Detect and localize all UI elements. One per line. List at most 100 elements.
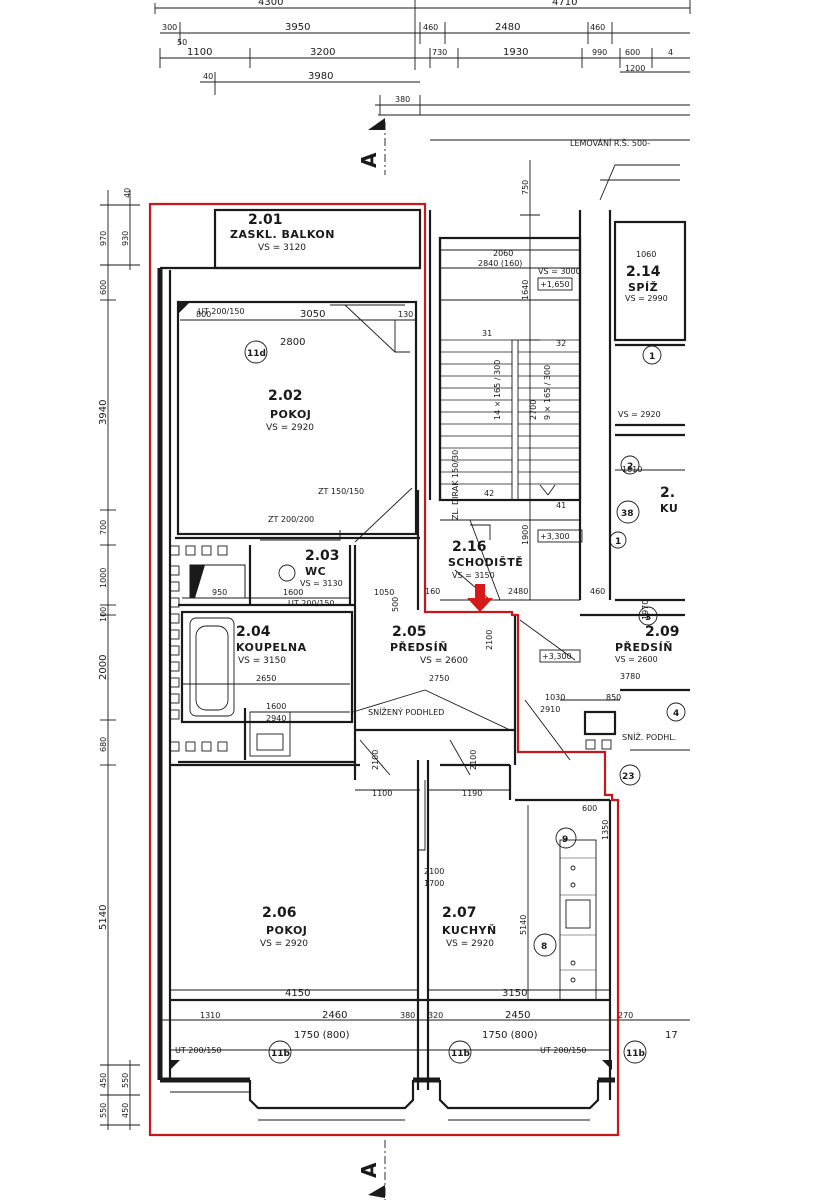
stair-formula-right: 9 × 165 / 300 xyxy=(543,365,552,420)
room-204-name: KOUPELNA xyxy=(236,641,307,654)
dim-bot-380: 380 xyxy=(400,1011,415,1020)
dim-left-450a: 450 xyxy=(99,1073,108,1088)
dim-left-450b: 450 xyxy=(121,1103,130,1118)
dim-left-5140: 5140 xyxy=(98,905,109,930)
room-203-vs: VS = 3130 xyxy=(300,579,343,588)
room-216-name: SCHODIŠTĚ xyxy=(448,556,523,569)
stair-step-32: 32 xyxy=(556,339,566,348)
room-206-number: 2.06 xyxy=(262,905,297,921)
dim-top-730: 730 xyxy=(432,48,447,57)
dim-neighbor-1060: 1060 xyxy=(636,250,656,259)
dim-bot-320: 320 xyxy=(428,1011,443,1020)
dim-bot-270: 270 xyxy=(618,1011,633,1020)
dim-206-4150: 4150 xyxy=(285,988,310,999)
room-209-name: PŘEDSÍŇ xyxy=(615,641,673,654)
marker-38: 38 xyxy=(621,509,634,519)
note-snizeny-podhled: SNÍŽENÝ PODHLED xyxy=(368,706,444,717)
dim-204-2650: 2650 xyxy=(256,674,276,683)
dim-204-2940: 2940 xyxy=(266,714,286,723)
dim-204-1600: 1600 xyxy=(266,702,286,711)
room-214-name: SPÍŽ xyxy=(628,281,658,294)
room-203-number: 2.03 xyxy=(305,548,340,564)
stair-diag-note: ZL. DIRAK 150/30 xyxy=(451,450,460,520)
dim-left-2000: 2000 xyxy=(98,655,109,680)
dim-hall-door: 2100 xyxy=(485,630,494,650)
stair-step-31: 31 xyxy=(482,329,492,338)
bottom-dimensions: 4150 3150 1310 2460 380 320 2450 270 175… xyxy=(160,988,690,1055)
dim-kitchen-1350: 1350 xyxy=(601,820,610,840)
marker-8: 8 xyxy=(541,942,547,952)
dim-202-3050: 3050 xyxy=(300,309,325,320)
room-207-number: 2.07 xyxy=(442,905,477,921)
dim-205-2480: 2480 xyxy=(508,587,528,596)
section-a-bottom: A xyxy=(357,1162,381,1178)
dim-hall-2100b: 2100 xyxy=(469,750,478,770)
dim-top-4710: 4710 xyxy=(552,0,577,8)
apartment-outline xyxy=(148,202,620,1137)
door-swings xyxy=(260,304,620,851)
dim-neighbor-1810: 1810 xyxy=(622,465,642,474)
room-2x-name: KU xyxy=(660,502,678,515)
dim-left-550b: 550 xyxy=(99,1103,108,1118)
marker-11b-b: 11b xyxy=(451,1049,471,1059)
dim-top-1930: 1930 xyxy=(503,47,528,58)
dim-top-50: 50 xyxy=(177,38,187,47)
marker-1: 1 xyxy=(649,352,655,362)
dim-top-4: 4 xyxy=(668,48,673,57)
note-lemovani: LEMOVÁNÍ R.Š. 500- xyxy=(570,137,650,148)
stair-level-3300a: +3,300 xyxy=(540,532,570,541)
note-snizeny-right: SNÍŽ. PODHL. xyxy=(622,731,676,742)
dim-neighbor-2910: 2910 xyxy=(540,705,560,714)
dim-205-500: 500 xyxy=(391,597,400,612)
dim-top-990: 990 xyxy=(592,48,607,57)
stair-level-1650: +1,650 xyxy=(540,280,570,289)
entry-arrow-icon xyxy=(467,584,493,612)
note-zt-200: ZT 200/200 xyxy=(268,515,314,524)
section-a-top: A xyxy=(357,152,381,168)
staircase: 2060 2840 (160) VS = 3000 +1,650 31 32 4… xyxy=(428,210,612,601)
room-214-number: 2.14 xyxy=(626,264,661,280)
dim-stair-750: 750 xyxy=(521,180,530,195)
dim-left-1000: 1000 xyxy=(99,568,108,588)
room-209-number: 2.09 xyxy=(645,624,680,640)
room-202-vs: VS = 2920 xyxy=(266,423,314,433)
neighbor-vs-2920: VS = 2920 xyxy=(618,410,661,419)
section-marker-bottom: A xyxy=(357,1140,386,1200)
dim-left-40: 40 xyxy=(123,188,132,198)
dim-top-380: 380 xyxy=(395,95,410,104)
dim-205-160: 160 xyxy=(425,587,440,596)
marker-11b-a: 11b xyxy=(271,1049,291,1059)
stair-formula-left: 14 × 165 / 300 xyxy=(493,360,502,420)
dim-bot-1750a: 1750 (800) xyxy=(294,1030,350,1041)
dim-206-2100: 1700 xyxy=(424,879,444,888)
dim-206-900: 2100 xyxy=(424,867,444,876)
note-ut-207: UT 200/150 xyxy=(540,1046,587,1055)
dim-left-680: 680 xyxy=(99,737,108,752)
top-dimensions: 4300 4710 300 3950 460 2480 460 50 1100 … xyxy=(154,0,691,148)
room-207-vs: VS = 2920 xyxy=(446,939,494,949)
room-204-vs: VS = 3150 xyxy=(238,656,286,666)
marker-11d: 11d xyxy=(247,349,266,359)
room-216-number: 2.16 xyxy=(452,539,487,555)
dim-bot-1750b: 1750 (800) xyxy=(482,1030,538,1041)
dim-top-300: 300 xyxy=(162,23,177,32)
dim-left-100: 100 xyxy=(99,607,108,622)
room-207-name: KUCHYŇ xyxy=(442,924,497,937)
room-204-number: 2.04 xyxy=(236,624,271,640)
dim-left-970: 970 xyxy=(99,231,108,246)
marker-11b-c: 11b xyxy=(626,1049,646,1059)
room-dimensions: 800 3050 130 2800 UT 200/150 ZT 150/150 … xyxy=(180,307,605,1000)
marker-3: 3 xyxy=(645,613,651,623)
neighbor-unit: 1060 1810 VS = 2920 3780 1030 2910 850 1… xyxy=(539,164,690,840)
marker-4: 4 xyxy=(673,709,679,719)
dim-bot-1310: 1310 xyxy=(200,1011,220,1020)
marker-2: 2 xyxy=(627,462,633,472)
dim-top-40: 40 xyxy=(203,72,213,81)
note-ut-wc: UT 200/150 xyxy=(288,599,335,608)
marker-23: 23 xyxy=(622,772,635,782)
dim-hall-2100a: 2100 xyxy=(371,750,380,770)
room-labels: 2.01 ZASKL. BALKON VS = 3120 2.02 POKOJ … xyxy=(230,212,680,949)
dim-stair-1900: 1900 xyxy=(521,525,530,545)
room-201-number: 2.01 xyxy=(248,212,283,228)
